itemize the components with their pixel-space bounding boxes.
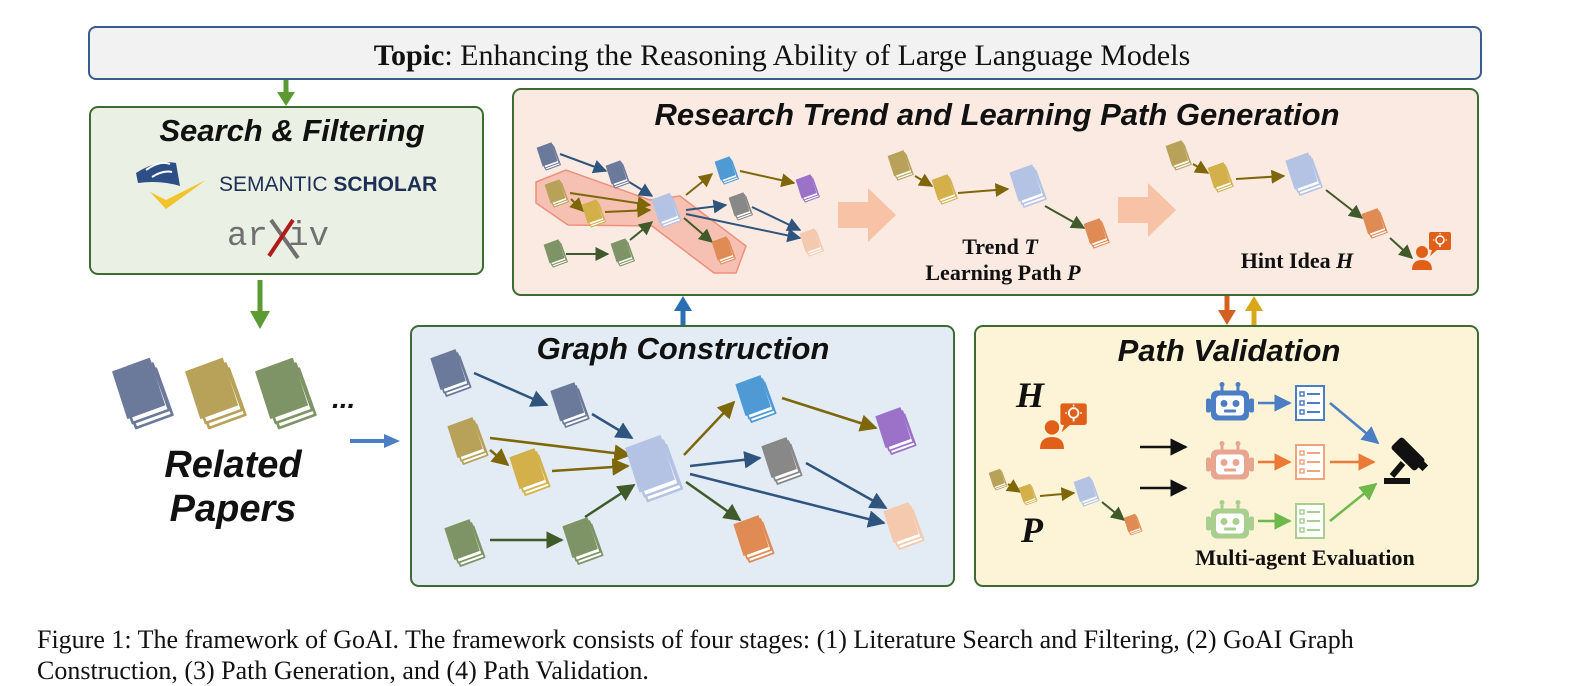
svg-text:ar iv: ar iv: [227, 218, 329, 256]
related-papers-line2: Papers: [170, 488, 297, 530]
semantic-scholar-logo-icon: [136, 161, 206, 209]
checklist-icon: [1295, 503, 1325, 539]
graph-construction-box: Graph Construction: [410, 325, 955, 587]
caption-line1: Figure 1: The framework of GoAI. The fra…: [37, 625, 1354, 654]
trend-path-chain: [887, 150, 1110, 249]
multi-agent-label: Multi-agent Evaluation: [1195, 545, 1414, 570]
topic-box: Topic: Enhancing the Reasoning Ability o…: [88, 26, 1482, 80]
p-label: P: [1020, 510, 1044, 550]
related-papers-group: ... Related Papers: [111, 357, 355, 530]
related-papers-line1: Related: [164, 444, 302, 486]
trend-validation-arrows: [1218, 296, 1263, 325]
path-validation-title: Path Validation: [1118, 333, 1341, 368]
book-icon: [111, 357, 174, 430]
svg-text:Learning Path P: Learning Path P: [925, 260, 1081, 285]
research-trend-box: Research Trend and Learning Path Generat…: [512, 88, 1479, 296]
checklist-icon: [1295, 444, 1325, 480]
trend-var: T: [1024, 234, 1039, 259]
learning-path-label: Learning Path: [925, 260, 1067, 285]
h-label: H: [1015, 375, 1045, 415]
caption-line2: Construction, (3) Path Generation, and (…: [37, 656, 649, 685]
topic-to-search-arrow: [277, 80, 295, 106]
topic-text: : Enhancing the Reasoning Ability of Lar…: [444, 39, 1190, 72]
research-trend-title: Research Trend and Learning Path Generat…: [654, 97, 1339, 132]
svg-text:Hint Idea H: Hint Idea H: [1241, 248, 1354, 273]
gavel-icon: [1384, 437, 1429, 484]
path-var: P: [1066, 260, 1081, 285]
checklist-to-judge-arrow: [1329, 482, 1378, 522]
svg-text:Topic: Enhancing the Reasoning: Topic: Enhancing the Reasoning Ability o…: [374, 39, 1191, 72]
hint-label: Hint Idea: [1241, 248, 1336, 273]
papers-to-graph-arrow: [350, 434, 400, 448]
graph-construction-title: Graph Construction: [537, 331, 830, 366]
stage-arrow-1: [838, 188, 896, 242]
hint-var: H: [1335, 248, 1354, 273]
book-icon: [254, 357, 317, 430]
stage-arrow-2: [1118, 183, 1176, 237]
trend-label: Trend: [962, 234, 1024, 259]
framework-diagram: Topic: Enhancing the Reasoning Ability o…: [88, 26, 1482, 587]
papers-ellipsis: ...: [332, 383, 355, 414]
mini-graph-edges: [559, 153, 802, 261]
semantic-scholar-word2: SCHOLAR: [333, 173, 437, 196]
topic-label: Topic: [374, 39, 445, 72]
svg-text:SEMANTIC SCHOLAR: SEMANTIC SCHOLAR: [219, 173, 437, 196]
search-filtering-title: Search & Filtering: [159, 113, 424, 148]
figure-caption: Figure 1: The framework of GoAI. The fra…: [37, 624, 1557, 686]
graph-edges: [473, 371, 888, 549]
path-validation-box: Path Validation H P: [974, 325, 1479, 587]
svg-text:Trend T: Trend T: [962, 234, 1039, 259]
arxiv-logo-icon: ar iv: [227, 218, 329, 260]
checklist-icon: [1295, 385, 1325, 421]
search-to-papers-arrow: [250, 280, 270, 329]
graph-to-trend-arrow: [674, 296, 692, 325]
semantic-scholar-word1: SEMANTIC: [219, 173, 333, 196]
hint-path-chain: [1165, 140, 1452, 271]
checklist-to-judge-arrow: [1329, 402, 1380, 445]
validation-path-chain: [988, 468, 1143, 536]
book-icon: [184, 357, 247, 430]
search-filtering-box: Search & Filtering SEMANTIC SCHOLAR ar i…: [89, 106, 484, 275]
